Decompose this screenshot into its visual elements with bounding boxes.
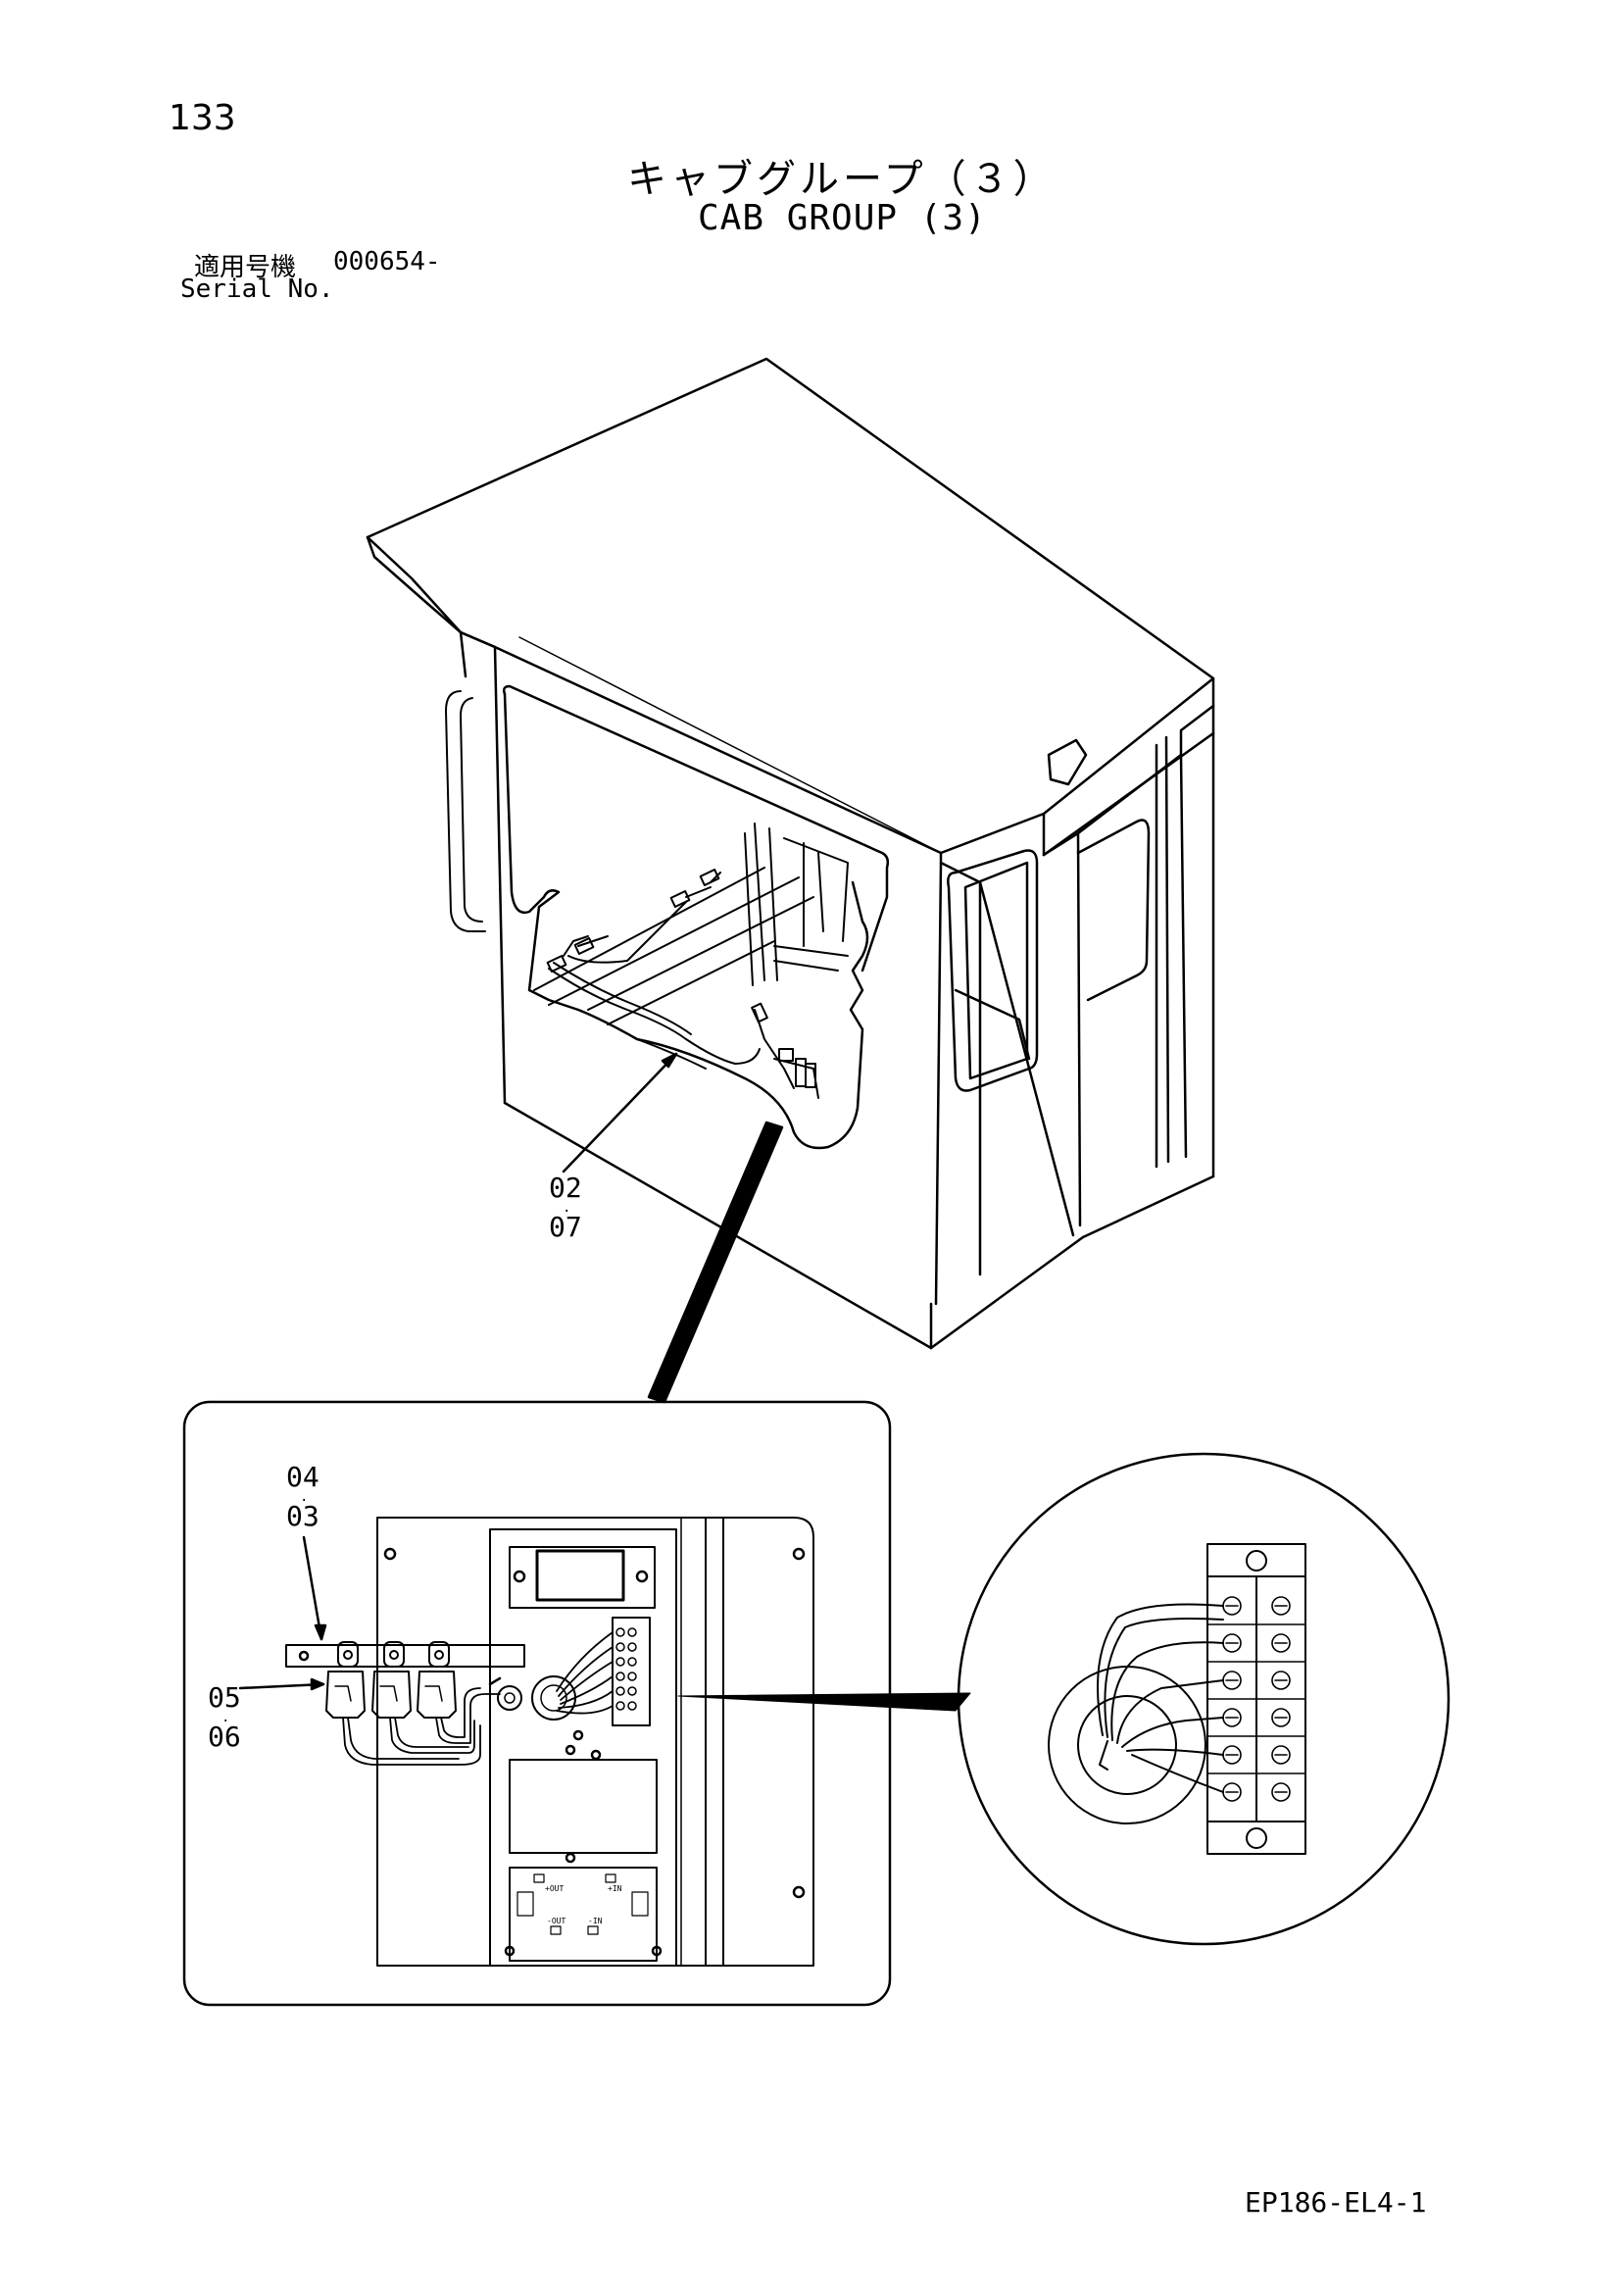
terminal-zoom-circle <box>957 1452 1451 1946</box>
leader-line <box>562 1052 678 1173</box>
callout-part-02: 02 <box>549 1172 582 1204</box>
cab-front-opening <box>502 636 942 1150</box>
title-japanese: キャブグループ（３） <box>627 157 1057 202</box>
title-english: CAB GROUP (3) <box>698 198 987 238</box>
serial-value: 000654- <box>333 247 441 276</box>
panel-label-out2: -OUT <box>547 1917 566 1925</box>
cab-harness <box>546 869 819 1099</box>
panel-label-out: +OUT <box>545 1884 565 1893</box>
panel-label-in: +IN <box>608 1884 622 1893</box>
serial-label-japanese: 適用号機 <box>194 253 297 282</box>
callout-part-06: 06 <box>208 1721 241 1753</box>
detail-pointer <box>647 1121 784 1404</box>
page-number: 133 <box>169 98 236 138</box>
callout-part-05: 05 <box>208 1681 241 1714</box>
callout-relays: 05 . 06 <box>208 1681 241 1753</box>
cab-body <box>366 357 1215 1350</box>
callout-cab-harness: 02 . 07 <box>549 1172 582 1243</box>
document-code: EP186-EL4-1 <box>1245 2186 1427 2219</box>
detail-box <box>182 1400 971 2007</box>
leader-arrowhead <box>661 1052 678 1069</box>
panel-label-in2: -IN <box>588 1917 603 1925</box>
callout-part-04: 04 <box>286 1461 320 1493</box>
serial-label-english: Serial No. <box>180 275 334 304</box>
callout-panel-bracket: 04 . 03 <box>286 1461 320 1532</box>
callout-part-03: 03 <box>286 1500 320 1532</box>
callout-part-07: 07 <box>549 1211 582 1243</box>
